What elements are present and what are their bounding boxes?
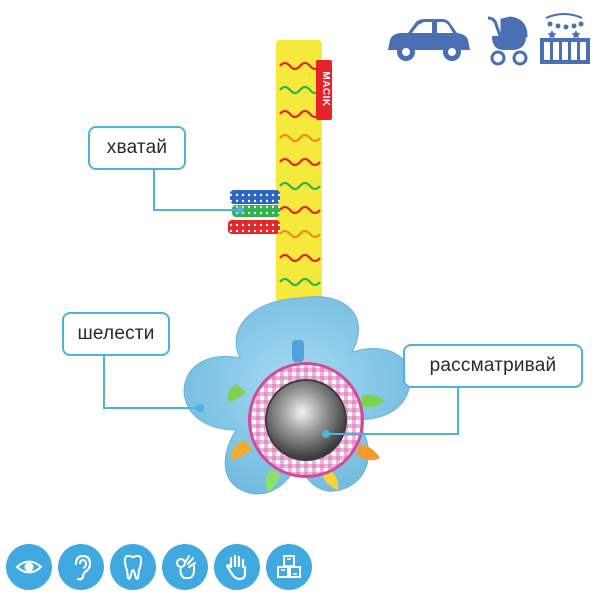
crib-icon xyxy=(540,13,590,64)
grab-tags xyxy=(228,190,280,234)
satin-ribbons xyxy=(227,384,384,492)
label-rustle: шелести xyxy=(62,312,170,356)
eye-icon xyxy=(6,544,52,590)
stroller-icon xyxy=(487,16,528,66)
callout-dots xyxy=(196,206,330,438)
label-look: рассматривай xyxy=(403,344,583,388)
ok-hand-icon xyxy=(162,544,208,590)
usage-icons xyxy=(388,13,590,66)
brand-tag-text: MACIK xyxy=(320,71,331,107)
car-icon xyxy=(388,19,470,61)
label-grab: хватай xyxy=(88,126,186,170)
cubes-icon xyxy=(266,544,312,590)
palm-icon xyxy=(214,544,260,590)
feature-icons-row xyxy=(0,544,600,600)
mirror xyxy=(248,362,364,478)
callout-lines xyxy=(103,170,459,435)
ribbon-strap xyxy=(276,40,332,302)
ear-icon xyxy=(58,544,104,590)
tooth-icon xyxy=(110,544,156,590)
